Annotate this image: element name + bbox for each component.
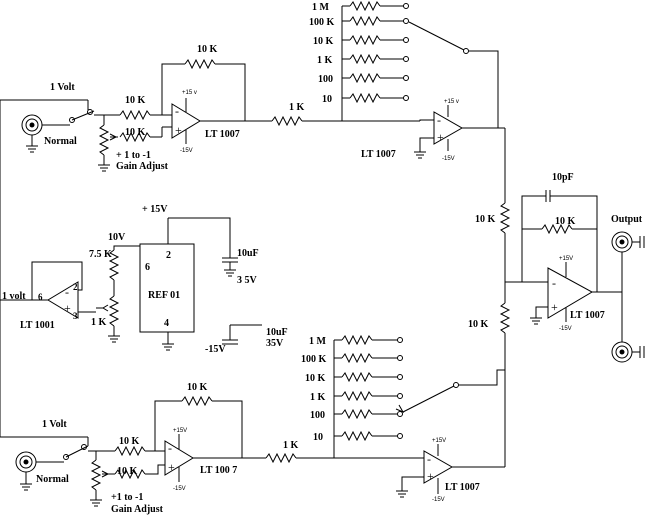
ref01-chip <box>139 243 195 333</box>
top-input-channel: 1 Volt Normal 10 K 10 K + 1 to -1 Gain A… <box>0 1 506 438</box>
svg-text:+15V: +15V <box>432 438 446 444</box>
bottom-range-switch[interactable] <box>402 385 455 413</box>
bottom-range-bank <box>334 335 403 441</box>
top-10k-gain-label: 10 K <box>125 127 146 138</box>
svg-text:+: + <box>175 123 182 137</box>
sum-10k-a-label: 10 K <box>475 214 496 225</box>
svg-text:6: 6 <box>38 292 43 302</box>
top-opamp-label: LT 1007 <box>205 129 240 140</box>
bottom-normal-label: Normal <box>36 474 69 485</box>
bottom-opamp-label: LT 100 7 <box>200 465 237 476</box>
top-gain-adjust-label-2: Gain Adjust <box>116 161 169 172</box>
ref-cap2-label: 10uF <box>266 327 288 338</box>
top-range-100k: 100 K <box>309 17 335 28</box>
svg-text:+15V: +15V <box>173 428 187 434</box>
svg-text:+: + <box>427 469 434 483</box>
svg-text:-: - <box>427 452 431 466</box>
bottom-gain-adjust-label-2: Gain Adjust <box>111 504 164 515</box>
top-normal-label: Normal <box>44 136 77 147</box>
sum-10k-b-label: 10 K <box>468 319 489 330</box>
bottom-range-10: 10 <box>313 432 323 443</box>
bottom-input-channel: 1 Volt Normal 10 K 10 K +1 to -1 Gain Ad… <box>15 335 505 515</box>
top-range-1k: 1 K <box>317 55 333 66</box>
output-label: Output <box>611 214 643 225</box>
svg-text:+: + <box>551 300 558 314</box>
top-opamp <box>171 103 201 139</box>
sum-10k-fb-label: 10 K <box>555 216 576 227</box>
svg-text:+15 v: +15 v <box>182 90 197 96</box>
top-bnc-connector <box>21 114 43 136</box>
sum-opamp-label: LT 1007 <box>570 310 605 321</box>
top-10k-feedback-label: 10 K <box>197 44 218 55</box>
ref-m15-label: -15V <box>205 344 226 355</box>
top-range-1m: 1 M <box>312 2 330 13</box>
buffer-opamp <box>47 281 79 319</box>
svg-text:6: 6 <box>145 262 150 273</box>
bottom-10k-input-label: 10 K <box>119 436 140 447</box>
top-range-100: 100 <box>318 74 333 85</box>
bottom-range-1m: 1 M <box>309 336 327 347</box>
top-1k-label: 1 K <box>289 102 305 113</box>
ref-1k-label: 1 K <box>91 317 107 328</box>
buffer-opamp-label: LT 1001 <box>20 320 55 331</box>
top-1volt-label: 1 Volt <box>50 82 75 93</box>
svg-text:+: + <box>437 130 444 144</box>
svg-text:-15V: -15V <box>442 156 455 162</box>
svg-text:+15V: +15V <box>559 256 573 262</box>
svg-text:2: 2 <box>73 282 78 292</box>
bottom-range-10k: 10 K <box>305 373 326 384</box>
summing-section: 10 K 10 K 10pF 10 K - + +15V -15V LT 100… <box>468 172 645 467</box>
bottom-output-opamp-label: LT 1007 <box>445 482 480 493</box>
bottom-opamp <box>164 440 194 476</box>
bottom-10k-gain-label: 10 K <box>117 466 138 477</box>
svg-text:-: - <box>65 285 69 299</box>
svg-text:-15V: -15V <box>173 486 186 492</box>
top-output-opamp-label: LT 1007 <box>361 149 396 160</box>
buffer-1volt-label: 1 volt <box>2 291 26 302</box>
ref-p15-label: + 15V <box>142 204 168 215</box>
ref-cap1-label: 10uF <box>237 248 259 259</box>
ref-cap1-voltage: 3 5V <box>237 275 258 286</box>
bottom-range-100: 100 <box>310 410 325 421</box>
top-range-10k: 10 K <box>313 36 334 47</box>
output-bnc-bottom[interactable] <box>611 341 645 363</box>
bottom-bnc-connector <box>15 451 37 473</box>
svg-text:+: + <box>64 301 71 315</box>
sum-10pf-label: 10pF <box>552 172 574 183</box>
svg-text:-: - <box>437 113 441 127</box>
svg-text:-: - <box>175 104 179 118</box>
top-gain-adjust-label-1: + 1 to -1 <box>116 150 151 161</box>
svg-text:-: - <box>552 276 556 290</box>
top-10k-input-label: 10 K <box>125 95 146 106</box>
svg-text:-: - <box>168 441 172 455</box>
ref01-label: REF 01 <box>148 290 180 301</box>
bottom-1k-label: 1 K <box>283 440 299 451</box>
reference-section: + 15V 10uF 3 5V 6 2 4 REF 01 10V 7.5 K 1… <box>89 204 288 355</box>
svg-text:2: 2 <box>166 250 171 261</box>
svg-text:4: 4 <box>164 318 169 329</box>
top-range-switch[interactable] <box>408 21 465 51</box>
bottom-output-opamp <box>423 450 454 484</box>
sum-opamp <box>547 267 594 319</box>
svg-text:+: + <box>168 460 175 474</box>
buffer-section: - + 1 volt 6 2 3 LT 1001 <box>0 261 96 331</box>
bottom-1volt-label: 1 Volt <box>42 419 67 430</box>
svg-text:-15V: -15V <box>180 148 193 154</box>
ref-10v-label: 10V <box>108 232 126 243</box>
top-range-bank <box>342 1 409 103</box>
bottom-range-1k: 1 K <box>310 392 326 403</box>
bottom-range-100k: 100 K <box>301 354 327 365</box>
top-range-10: 10 <box>322 94 332 105</box>
bottom-10k-feedback-label: 10 K <box>187 382 208 393</box>
top-output-opamp <box>433 111 464 145</box>
output-bnc-top[interactable] <box>611 231 645 253</box>
ref-cap2-voltage: 35V <box>266 338 284 349</box>
svg-text:+15 v: +15 v <box>444 99 459 105</box>
svg-text:-15V: -15V <box>432 497 445 503</box>
ref-75k-label: 7.5 K <box>89 249 112 260</box>
bottom-gain-adjust-label-1: +1 to -1 <box>111 492 143 503</box>
svg-text:-15V: -15V <box>559 326 572 332</box>
svg-text:3: 3 <box>73 311 78 321</box>
